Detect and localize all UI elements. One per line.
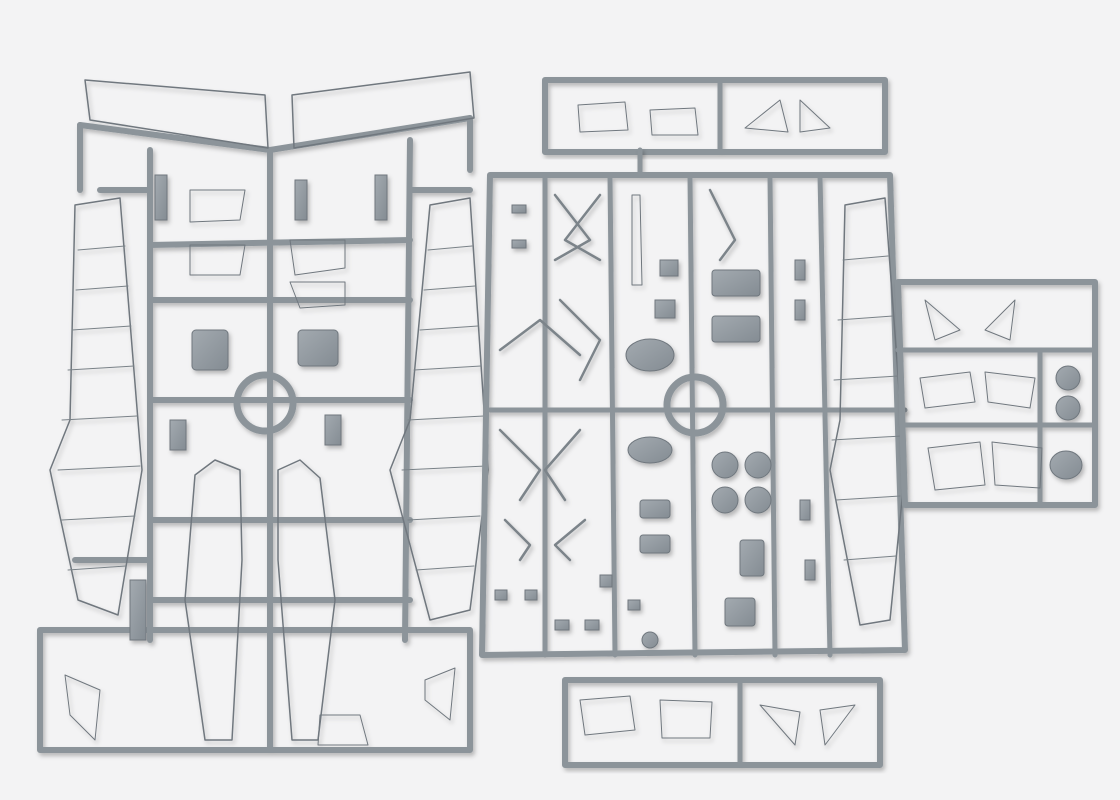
- fin-part-right: [424, 667, 456, 721]
- fuselage-half-right: [277, 459, 336, 741]
- panel-rib-lines: [831, 255, 903, 561]
- sprue-frame-cowling: [895, 279, 1098, 508]
- lower-wing-panel: [829, 197, 906, 626]
- sprue-frame-wings-fuselage: [37, 71, 489, 753]
- wing-rib-lines: [57, 245, 487, 571]
- small-strut-part: [294, 179, 308, 221]
- fin-part-left: [64, 674, 101, 741]
- runner-lines: [37, 115, 473, 753]
- wheel-1: [711, 451, 739, 479]
- cowling-panel-left: [191, 329, 229, 371]
- fin-part-right-2: [984, 299, 1016, 341]
- small-fittings: [494, 204, 816, 631]
- cowling-half-upper-left: [919, 371, 976, 409]
- lower-wing-right: [389, 197, 489, 621]
- cowling-half-upper-right: [984, 371, 1036, 409]
- fin-part-right-1: [924, 299, 961, 341]
- small-strut-part-3: [374, 174, 388, 221]
- small-block-part-2: [654, 299, 676, 319]
- small-bracket-left: [169, 419, 187, 451]
- runner-lines-center: [487, 147, 908, 658]
- fuselage-half-left: [184, 459, 243, 741]
- runner-frame-bottom: [562, 677, 883, 768]
- elevator-part: [289, 239, 346, 276]
- fin-bottom-1: [759, 704, 801, 746]
- knob-part: [641, 631, 659, 649]
- elevator-part-2: [289, 281, 346, 309]
- wheel-2: [744, 451, 772, 479]
- cowling-panel-right: [297, 329, 339, 367]
- small-block-part: [659, 259, 679, 277]
- runner-frame-top: [542, 77, 888, 155]
- engine-cylinder-bank-2: [711, 315, 761, 343]
- runner-frame-right: [895, 279, 1098, 508]
- wheel-right-1: [1055, 365, 1081, 391]
- wheel-right-2: [1055, 395, 1081, 421]
- cowling-half-lower-left: [927, 441, 986, 491]
- seat-part: [627, 436, 673, 464]
- cockpit-floor-part: [625, 338, 675, 372]
- tailplane-part: [189, 189, 246, 223]
- control-surface-part-2: [649, 107, 699, 136]
- wheel-4: [744, 486, 772, 514]
- runner-ring: [233, 371, 297, 435]
- sprue-frame-top-small: [542, 77, 888, 155]
- cowling-half-lower-right: [991, 441, 1043, 489]
- rudder-part: [317, 714, 369, 746]
- fitting-part-2: [739, 539, 765, 577]
- instrument-panel-part: [639, 499, 671, 519]
- wheel-3: [711, 486, 739, 514]
- runner-ring-center: [663, 373, 727, 437]
- lower-wing-left: [49, 197, 143, 616]
- engine-cylinder-bank-1: [711, 269, 761, 297]
- fin-part-top-1: [744, 99, 789, 133]
- upper-wing-left-half: [84, 79, 269, 149]
- fitting-part: [724, 597, 756, 627]
- strut-part-left: [129, 579, 147, 641]
- small-bracket-right: [324, 414, 342, 446]
- sprue-frame-bottom-small: [562, 677, 883, 768]
- control-surface-bottom-2: [659, 699, 713, 739]
- sprue-frame-details: [479, 147, 908, 658]
- control-surface-part-1: [577, 101, 629, 133]
- spinner-part: [1049, 450, 1083, 480]
- runner-frame-center: [479, 172, 908, 658]
- fin-bottom-2: [819, 704, 856, 746]
- fin-part-top-2: [799, 99, 831, 133]
- small-strut-part-2: [154, 174, 168, 221]
- bulkhead-part: [639, 534, 671, 554]
- interplane-struts: [498, 188, 737, 562]
- upper-wing-right-half: [291, 71, 475, 149]
- propeller-blade: [631, 194, 643, 286]
- tailplane-part-2: [189, 244, 246, 276]
- control-surface-bottom-1: [579, 695, 636, 736]
